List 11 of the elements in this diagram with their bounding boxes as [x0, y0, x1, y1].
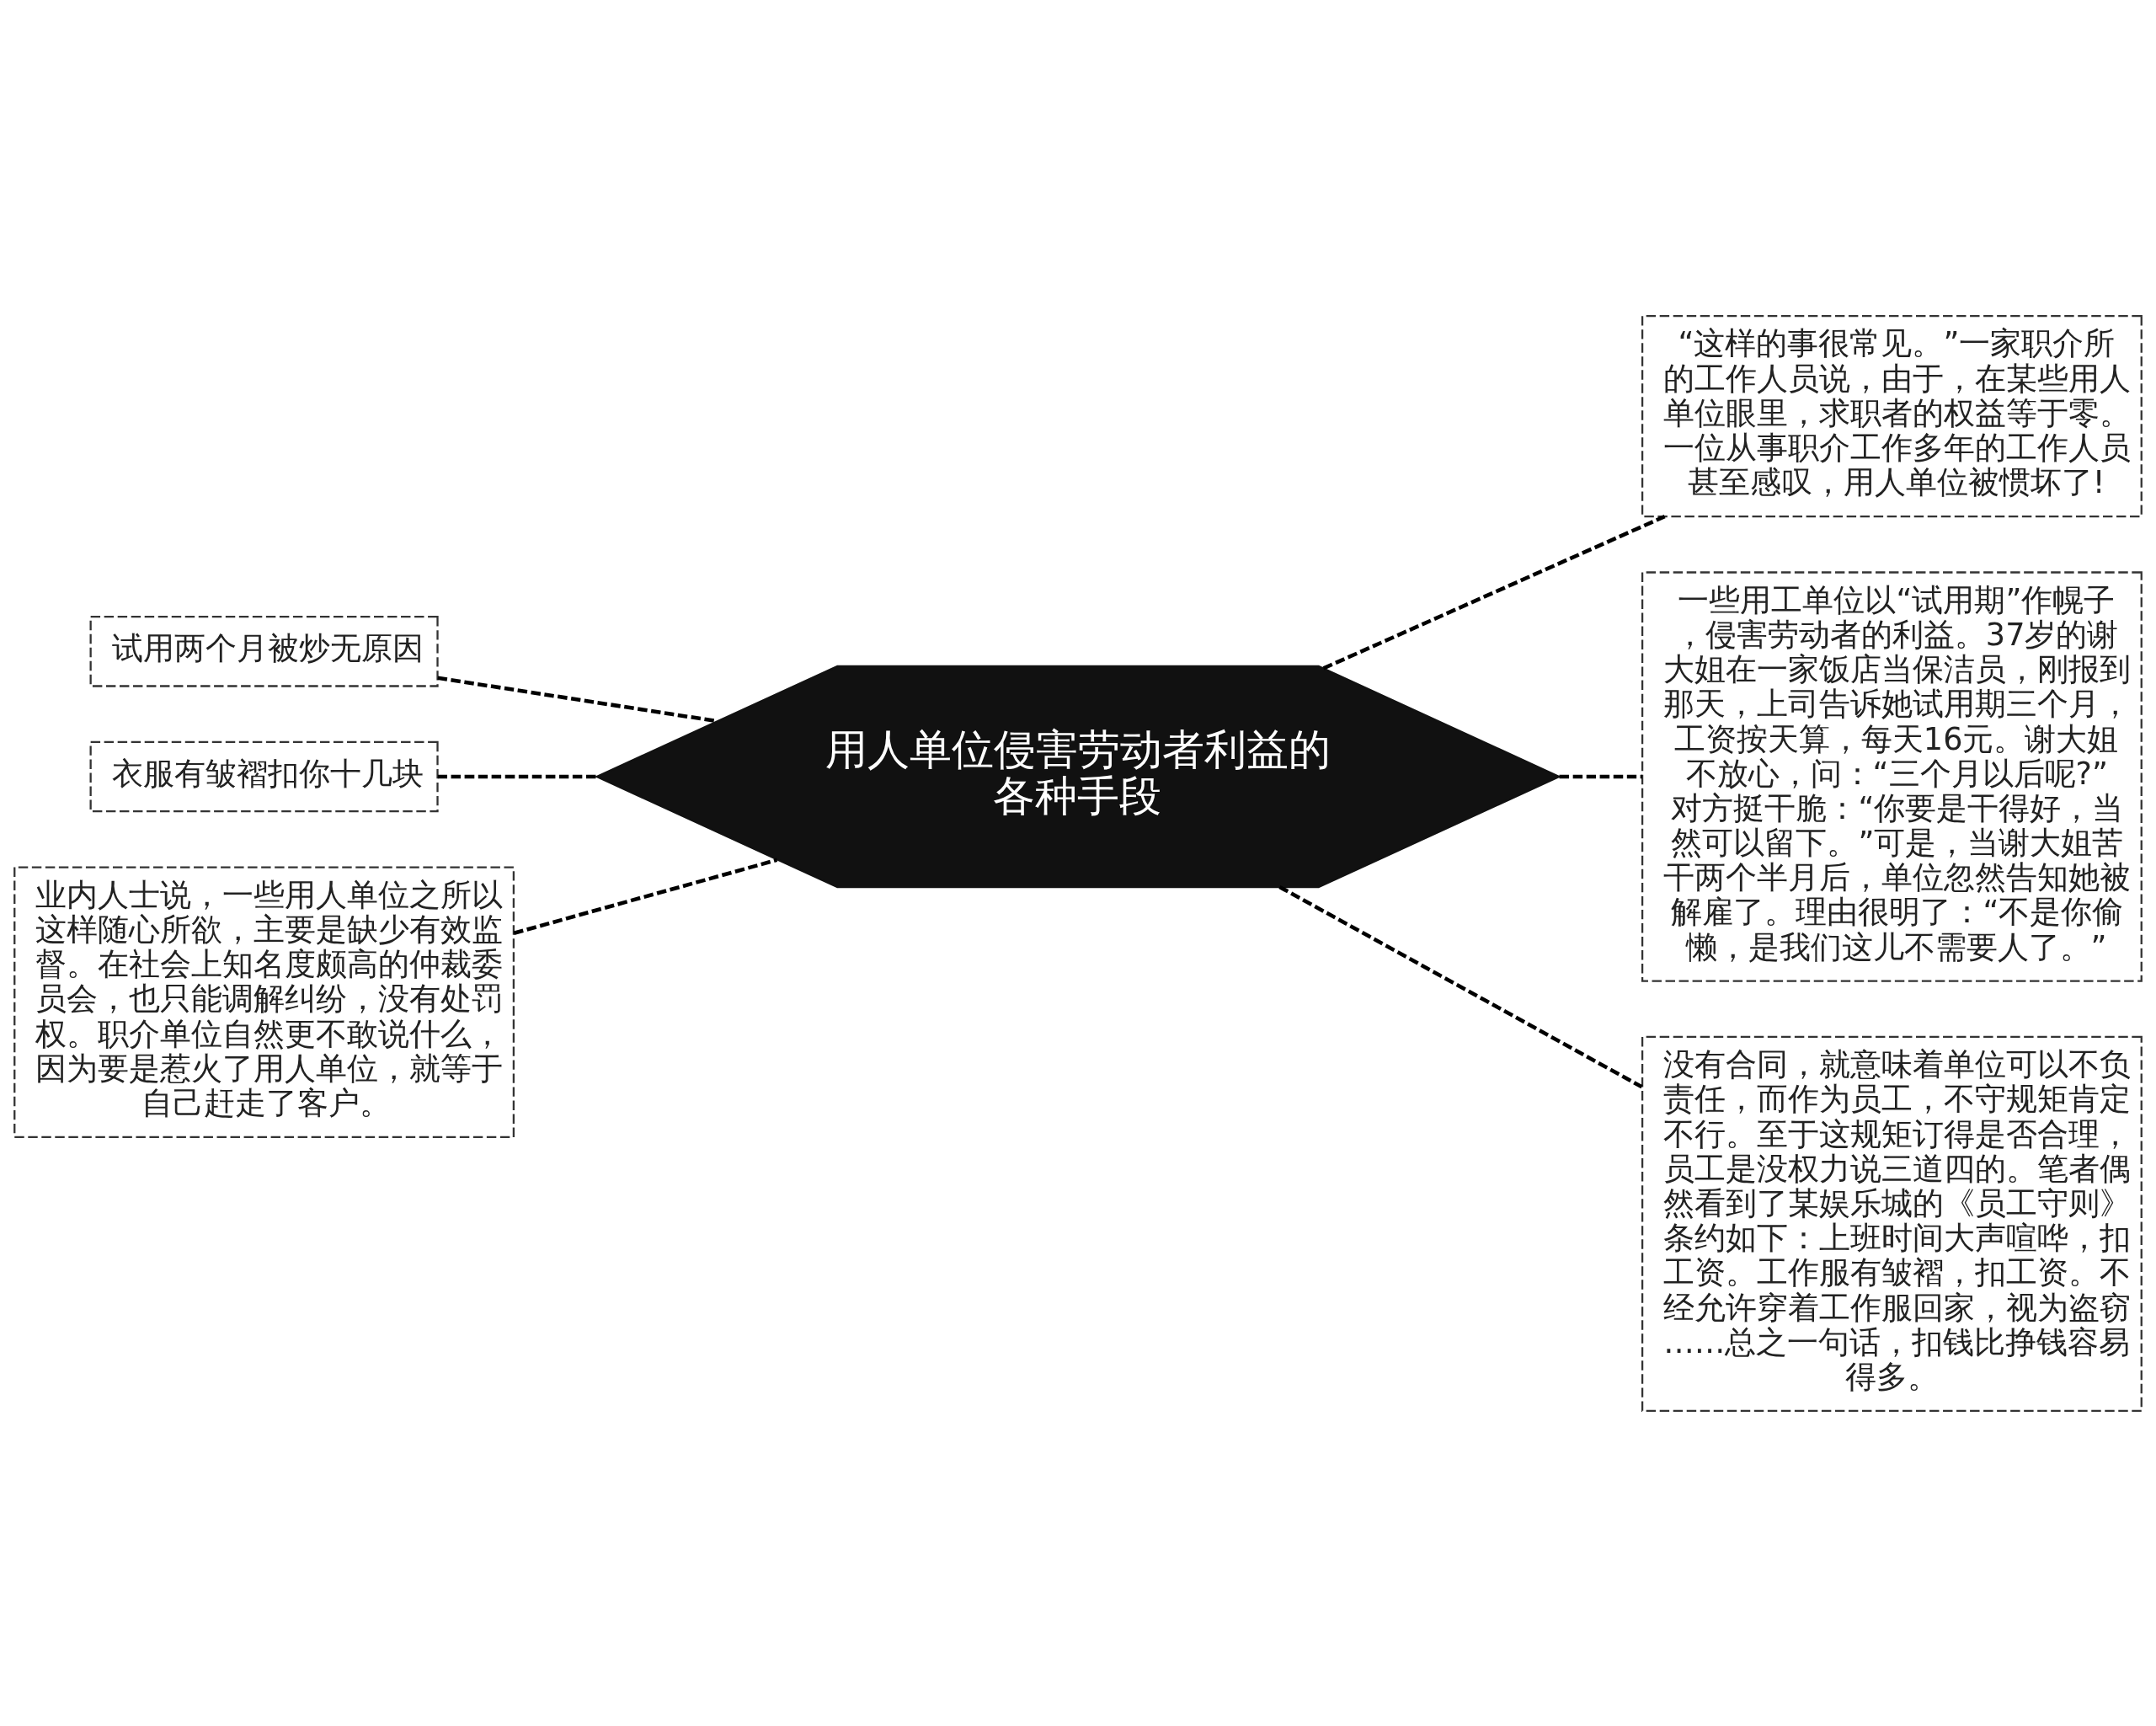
connector [1559, 774, 1643, 778]
node-box: “这样的事很常见。”一家职介所的工作人员说，由于，在某些用人单位眼里，求职者的权益等于零。一位从事职介工作多年的工作人员甚至感叹，用人单位被惯坏了! [1641, 314, 2143, 517]
node-box: 衣服有皱褶扣你十几块 [89, 740, 439, 812]
node-box: 一些用工单位以“试用期”作幌子，侵害劳动者的利益。37岁的谢大姐在一家饭店当保洁员，刚报到那天，上司告诉她试用期三个月，工资按天算，每天16元。谢大姐不放心，问：“三个月以后呢?”对方挺干脆：“你要是干得好，当然可以留下。”可是，当谢大姐苦干两个半月后，单位忽然告知她被解雇了。理由很明了：“不是你偷懒，是我们这儿不需要人了。” [1641, 570, 2143, 982]
connector [437, 774, 597, 778]
node-box: 业内人士说，一些用人单位之所以这样随心所欲，主要是缺少有效监督。在社会上知名度颇高的仲裁委员会，也只能调解纠纷，没有处罚权。职介单位自然更不敢说什么，因为要是惹火了用人单位，就等于自己赶走了客户。 [13, 865, 515, 1138]
node-box: 试用两个月被炒无原因 [89, 615, 439, 687]
node-box: 没有合同，就意味着单位可以不负责任，而作为员工，不守规矩肯定不行。至于这规矩订得是否合理，员工是没权力说三道四的。笔者偶然看到了某娱乐城的《员工守则》条约如下：上班时间大声喧哗，扣工资。工作服有皱褶，扣工资。不经允许穿着工作服回家，视为盗窃……总之一句话，扣钱比挣钱容易得多。 [1641, 1035, 2143, 1412]
connector [1322, 514, 1666, 670]
connector [1278, 884, 1643, 1088]
connector [513, 858, 778, 935]
